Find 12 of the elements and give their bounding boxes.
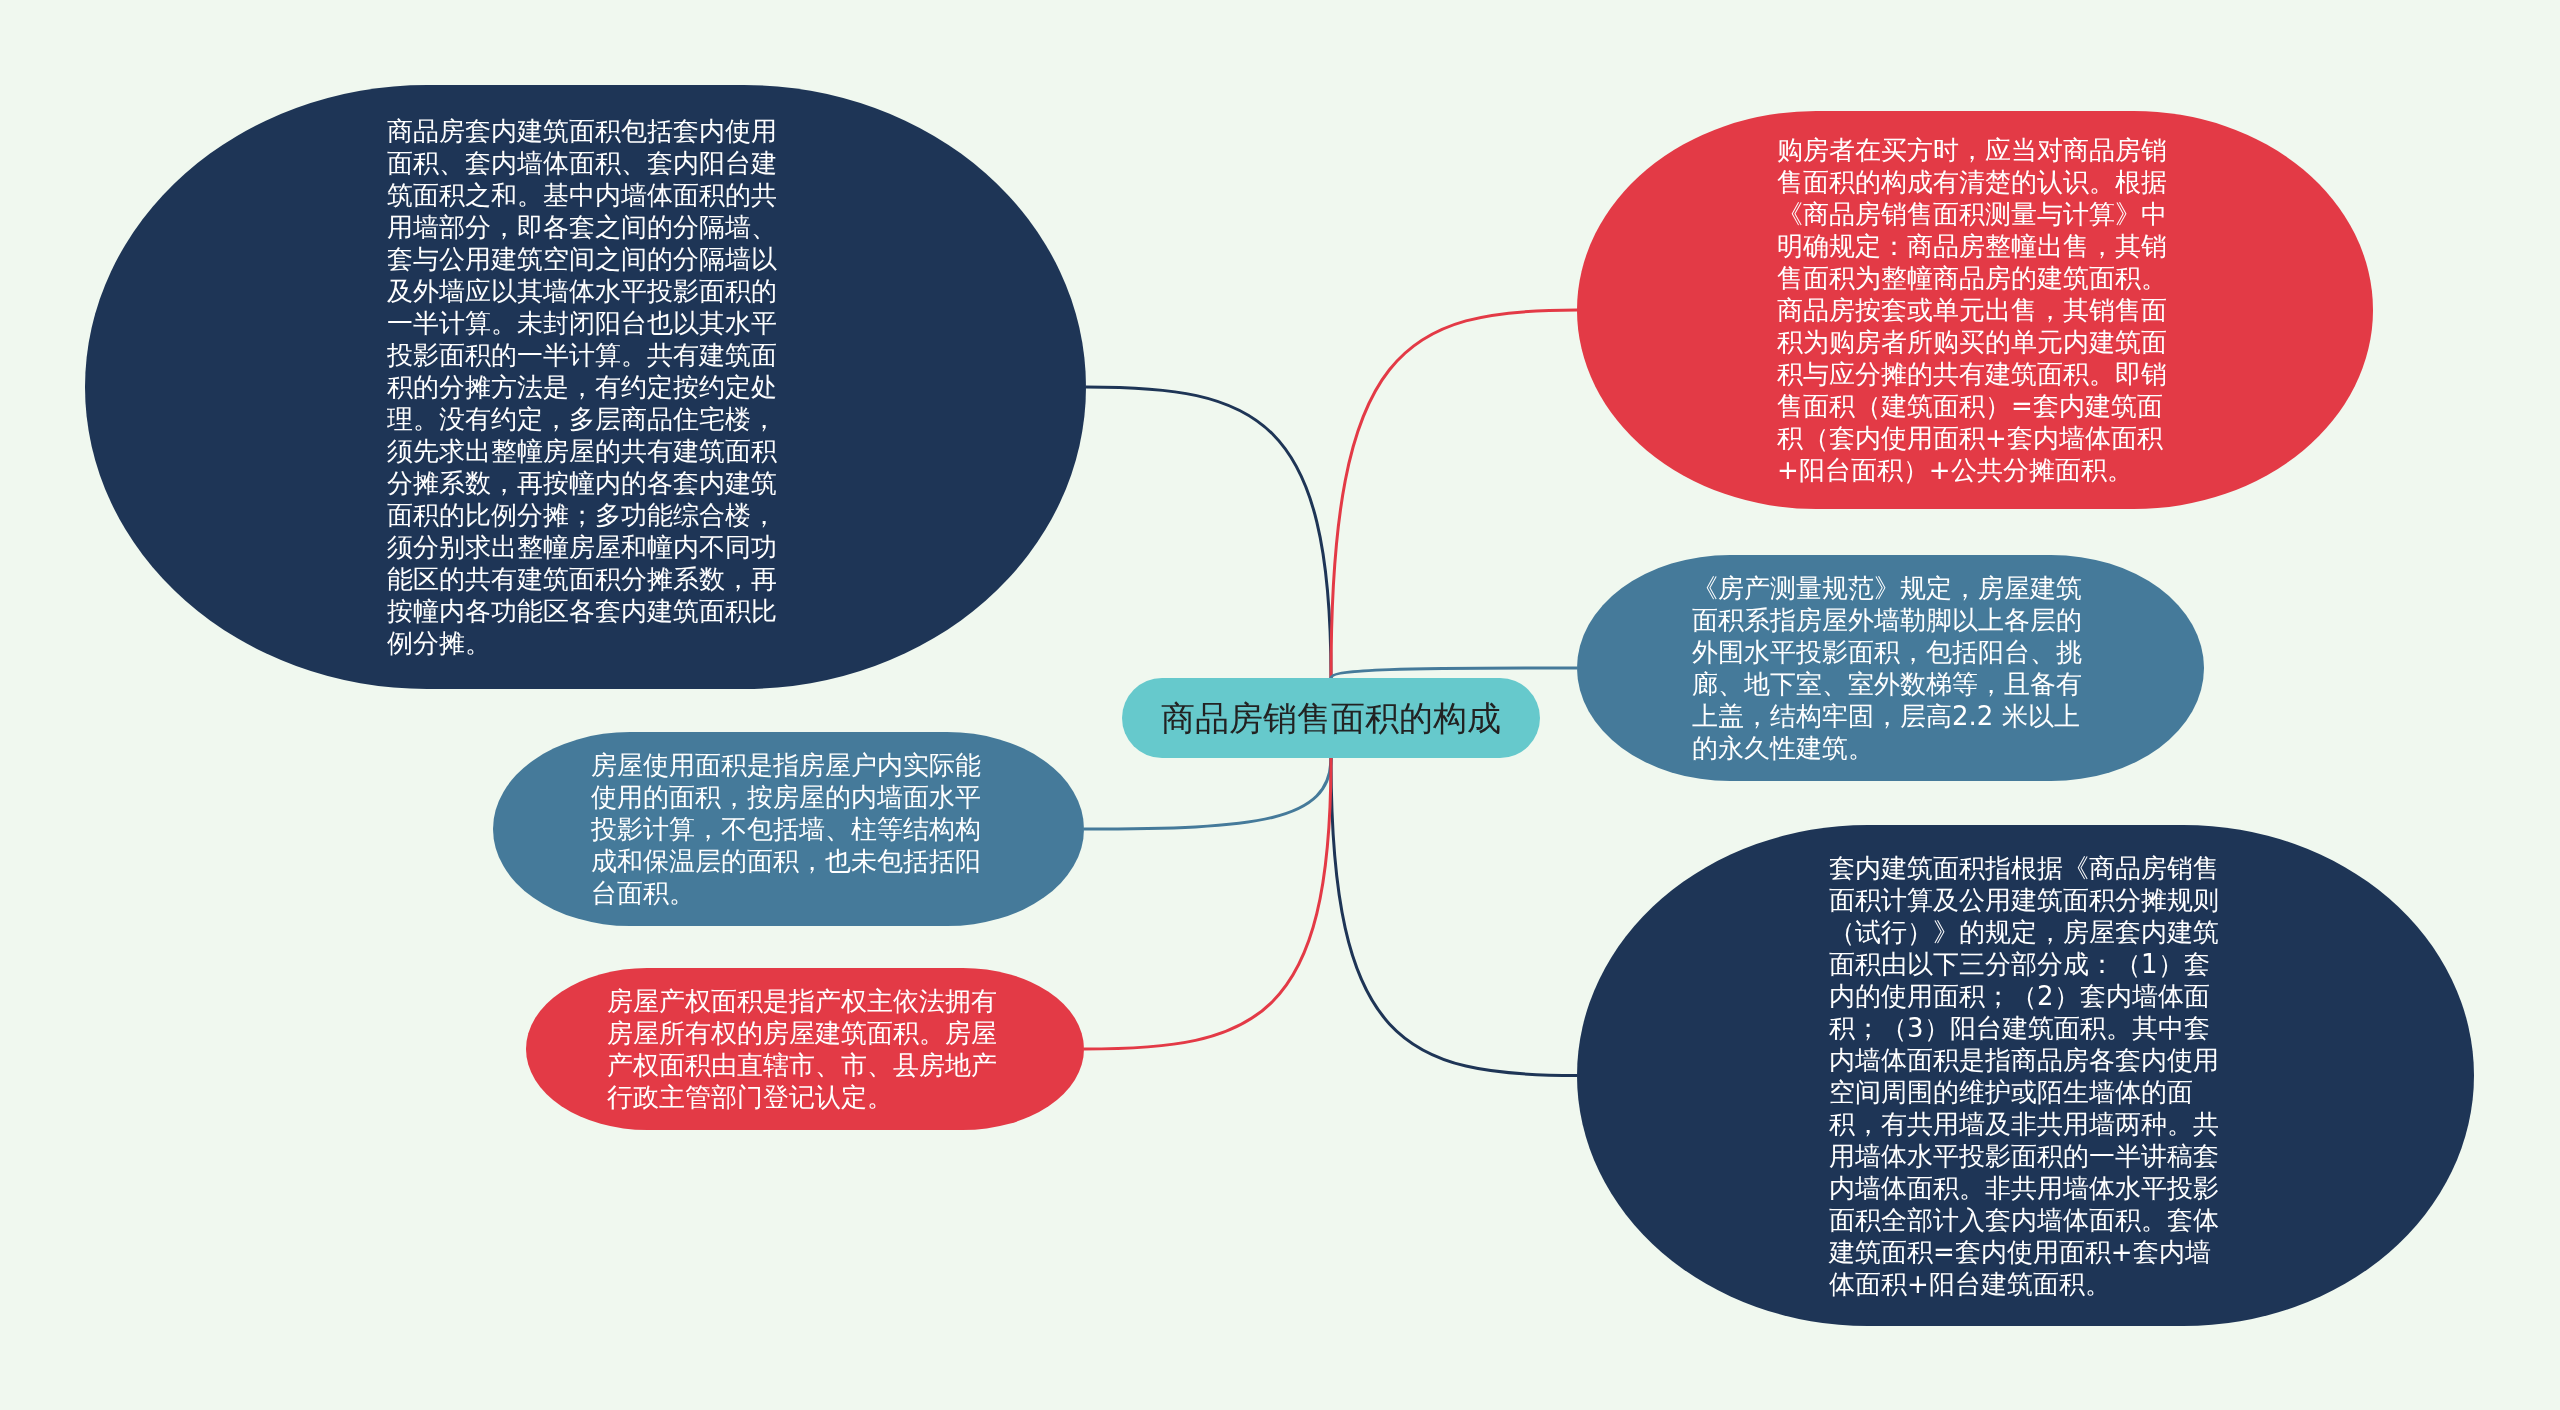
connector-line	[1083, 757, 1333, 1051]
note-bubble: 商品房套内建筑面积包括套内使用面积、套内墙体面积、套内阳台建筑面积之和。基中内墙体面积的共用墙部分，即各套之间的分隔墙、套与公用建筑空间之间的分隔墙以及外墙应以其墙体水平投影面积的一半计算。未封闭阳台也以其水平投影面积的一半计算。共有建筑面积的分摊方法是，有约定按约定处理。没有约定，多层商品住宅楼，须先求出整幢房屋的共有建筑面积分摊系数，再按幢内的各套内建筑面积的比例分摊；多功能综合楼，须分别求出整幢房屋和幢内不同功能区的共有建筑面积分摊系数，再按幢内各功能区各套内建筑面积比例分摊。	[85, 85, 1086, 689]
connector-line	[1329, 666, 1577, 679]
note-bubble: 房屋使用面积是指房屋户内实际能使用的面积，按房屋的内墙面水平投影计算，不包括墙、柱等结构构成和保温层的面积，也未包括括阳台面积。	[493, 732, 1084, 926]
note-bubble: 购房者在买方时，应当对商品房销售面积的构成有清楚的认识。根据《商品房销售面积测量与计算》中明确规定：商品房整幢出售，其销售面积为整幢商品房的建筑面积。商品房按套或单元出售，其销售面积为购房者所购买的单元内建筑面积与应分摊的共有建筑面积。即销售面积（建筑面积）=套内建筑面积（套内使用面积+套内墙体面积+阳台面积）+公共分摊面积。	[1577, 111, 2373, 509]
note-bubble: 《房产测量规范》规定，房屋建筑面积系指房屋外墙勒脚以上各层的外围水平投影面积，包括阳台、挑廊、地下室、室外数梯等，且备有上盖，结构牢固，层高2.2 米以上的永久性建筑。	[1577, 555, 2204, 781]
connector-line	[1085, 385, 1333, 679]
note-bubble: 房屋产权面积是指产权主依法拥有房屋所有权的房屋建筑面积。房屋产权面积由直辖市、市、县房地产行政主管部门登记认定。	[526, 968, 1084, 1130]
topic-box: 商品房销售面积的构成	[1122, 678, 1540, 758]
connector-line	[1329, 308, 1578, 679]
connector-line	[1329, 757, 1578, 1077]
note-bubble: 套内建筑面积指根据《商品房销售面积计算及公用建筑面积分摊规则（试行）》的规定，房屋套内建筑面积由以下三分部分成：（1）套内的使用面积；（2）套内墙体面积；（3）阳台建筑面积。其中套内墙体面积是指商品房各套内使用空间周围的维护或陌生墙体的面积，有共用墙及非共用墙两种。共用墙体水平投影面积的一半讲稿套内墙体面积。非共用墙体水平投影面积全部计入套内墙体面积。套体建筑面积=套内使用面积+套内墙体面积+阳台建筑面积。	[1577, 825, 2474, 1326]
